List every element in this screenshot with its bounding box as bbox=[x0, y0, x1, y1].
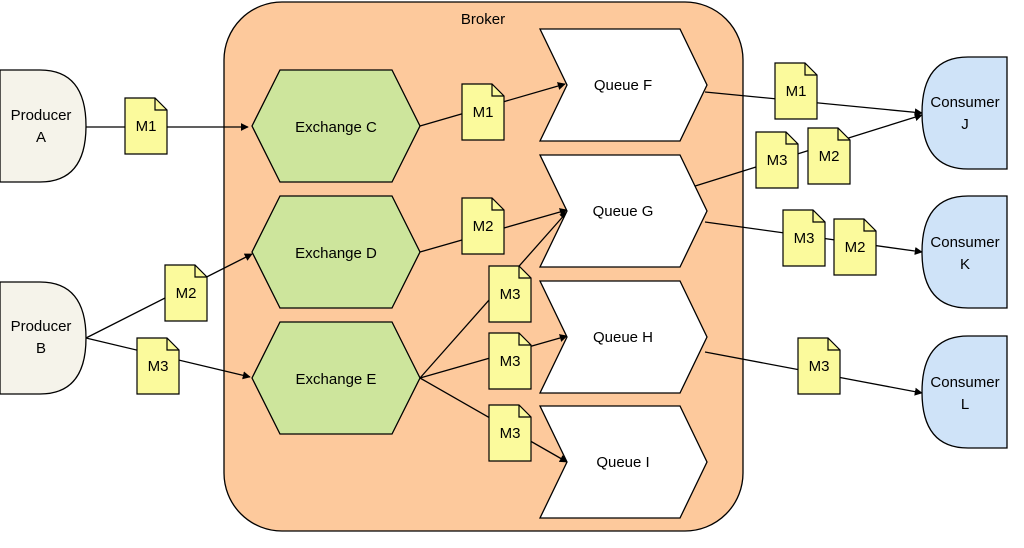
consumer-j-id: J bbox=[961, 116, 969, 133]
queue-h-label: Queue H bbox=[593, 329, 653, 346]
message-note-shape bbox=[833, 218, 877, 276]
message-note-fold bbox=[785, 132, 798, 145]
producer-a: Producer A bbox=[0, 69, 87, 183]
message-note-label: M2 bbox=[473, 218, 494, 235]
message-note-m3: M3 bbox=[488, 265, 532, 323]
message-note-m1: M1 bbox=[461, 83, 505, 141]
message-note-fold bbox=[491, 198, 504, 211]
message-note-fold bbox=[491, 84, 504, 97]
message-note-shape bbox=[164, 264, 208, 322]
edge-queue-g-consumer-j bbox=[691, 113, 923, 188]
message-note-m3: M3 bbox=[782, 209, 826, 267]
queue-f-label: Queue F bbox=[594, 77, 652, 94]
message-note-shape bbox=[461, 83, 505, 141]
message-note-m2: M2 bbox=[833, 218, 877, 276]
message-note-label: M3 bbox=[809, 358, 830, 375]
message-note-m1: M1 bbox=[774, 62, 818, 120]
message-note-label: M1 bbox=[473, 104, 494, 121]
message-note-shape bbox=[797, 337, 841, 395]
message-note-m2: M2 bbox=[807, 127, 851, 185]
exchange-d: Exchange D bbox=[251, 195, 421, 309]
message-note-label: M3 bbox=[794, 230, 815, 247]
consumer-j-label: Consumer bbox=[930, 94, 999, 111]
queue-i-label: Queue I bbox=[596, 454, 649, 471]
message-note-fold bbox=[827, 338, 840, 351]
message-note-m2: M2 bbox=[461, 197, 505, 255]
consumer-k: Consumer K bbox=[921, 195, 1008, 309]
message-note-fold bbox=[863, 219, 876, 232]
message-note-shape bbox=[136, 337, 180, 395]
producer-a-id: A bbox=[36, 129, 46, 146]
producer-b-label: Producer bbox=[11, 318, 72, 335]
message-note-label: M2 bbox=[176, 285, 197, 302]
queue-g-label: Queue G bbox=[593, 203, 654, 220]
consumer-j: Consumer J bbox=[921, 56, 1008, 170]
consumer-k-label: Consumer bbox=[930, 234, 999, 251]
message-note-label: M1 bbox=[136, 118, 157, 135]
message-note-fold bbox=[194, 265, 207, 278]
exchange-c: Exchange C bbox=[251, 69, 421, 183]
message-note-m3: M3 bbox=[136, 337, 180, 395]
consumer-l-id: L bbox=[961, 396, 969, 413]
consumer-l: Consumer L bbox=[921, 335, 1008, 449]
message-note-label: M2 bbox=[845, 239, 866, 256]
message-note-label: M3 bbox=[767, 152, 788, 169]
message-note-label: M3 bbox=[500, 286, 521, 303]
message-note-m2: M2 bbox=[164, 264, 208, 322]
message-note-label: M3 bbox=[500, 353, 521, 370]
message-note-label: M3 bbox=[148, 358, 169, 375]
queue-g: Queue G bbox=[538, 154, 708, 268]
message-note-shape bbox=[774, 62, 818, 120]
message-note-label: M3 bbox=[500, 425, 521, 442]
message-note-shape bbox=[782, 209, 826, 267]
message-note-label: M1 bbox=[786, 83, 807, 100]
message-note-shape bbox=[488, 332, 532, 390]
consumer-l-label: Consumer bbox=[930, 374, 999, 391]
message-note-m1: M1 bbox=[124, 97, 168, 155]
queue-i: Queue I bbox=[538, 405, 708, 519]
queue-h: Queue H bbox=[538, 280, 708, 394]
message-note-fold bbox=[518, 405, 531, 418]
broker-title: Broker bbox=[461, 11, 505, 28]
message-note-fold bbox=[812, 210, 825, 223]
message-note-fold bbox=[518, 333, 531, 346]
consumer-k-id: K bbox=[960, 256, 970, 273]
message-note-fold bbox=[837, 128, 850, 141]
exchange-e-label: Exchange E bbox=[296, 371, 377, 388]
message-note-shape bbox=[461, 197, 505, 255]
message-note-fold bbox=[154, 98, 167, 111]
message-note-m3: M3 bbox=[797, 337, 841, 395]
message-note-fold bbox=[166, 338, 179, 351]
producer-b-id: B bbox=[36, 340, 46, 357]
message-note-m3: M3 bbox=[488, 332, 532, 390]
message-note-shape bbox=[807, 127, 851, 185]
exchange-c-label: Exchange C bbox=[295, 119, 377, 136]
exchange-e: Exchange E bbox=[251, 321, 421, 435]
message-note-shape bbox=[488, 404, 532, 462]
message-note-fold bbox=[518, 266, 531, 279]
producer-a-label: Producer bbox=[11, 107, 72, 124]
exchange-d-label: Exchange D bbox=[295, 245, 377, 262]
queue-f: Queue F bbox=[538, 28, 708, 142]
message-note-fold bbox=[804, 63, 817, 76]
producer-b: Producer B bbox=[0, 281, 87, 395]
message-note-shape bbox=[124, 97, 168, 155]
message-note-shape bbox=[488, 265, 532, 323]
message-note-m3: M3 bbox=[755, 131, 799, 189]
message-note-shape bbox=[755, 131, 799, 189]
message-note-m3: M3 bbox=[488, 404, 532, 462]
message-note-label: M2 bbox=[819, 148, 840, 165]
